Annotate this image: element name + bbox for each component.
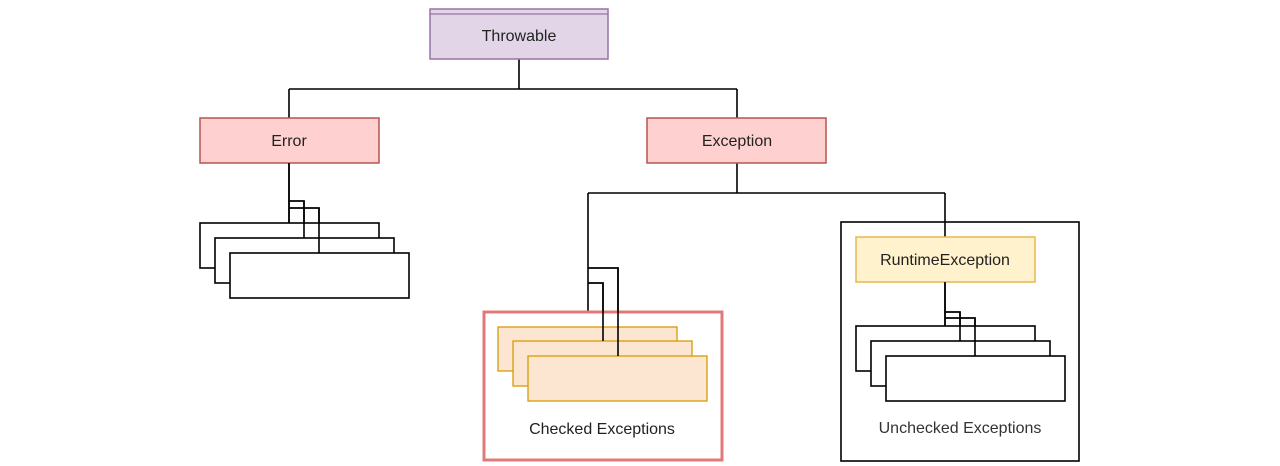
node-exception-label: Exception	[702, 133, 772, 150]
node-error[interactable]: Error	[199, 117, 380, 164]
node-exception[interactable]: Exception	[646, 117, 827, 164]
edge-throwable-children	[288, 59, 738, 118]
unchecked-exceptions-group: RuntimeException Unchecked Exceptions	[840, 221, 1080, 462]
checked-connector-overlay	[588, 267, 619, 356]
error-subclass-box[interactable]	[229, 252, 410, 299]
node-throwable[interactable]: Throwable	[429, 8, 609, 60]
node-runtime-exception-label: RuntimeException	[880, 252, 1010, 269]
edge-exception-children	[587, 163, 946, 327]
checked-exceptions-label: Checked Exceptions	[529, 421, 675, 438]
node-throwable-label: Throwable	[482, 28, 557, 45]
error-connector-overlay	[288, 163, 320, 253]
checked-exceptions-group: Checked Exceptions	[482, 267, 724, 462]
node-error-label: Error	[271, 133, 307, 150]
unchecked-exceptions-label: Unchecked Exceptions	[879, 420, 1042, 437]
node-runtime-exception[interactable]: RuntimeException	[855, 236, 1036, 283]
unchecked-connector-overlay	[944, 282, 976, 356]
checked-subclass-box[interactable]	[527, 355, 708, 402]
error-subclass-stack	[199, 222, 410, 299]
unchecked-subclass-box[interactable]	[885, 355, 1066, 402]
